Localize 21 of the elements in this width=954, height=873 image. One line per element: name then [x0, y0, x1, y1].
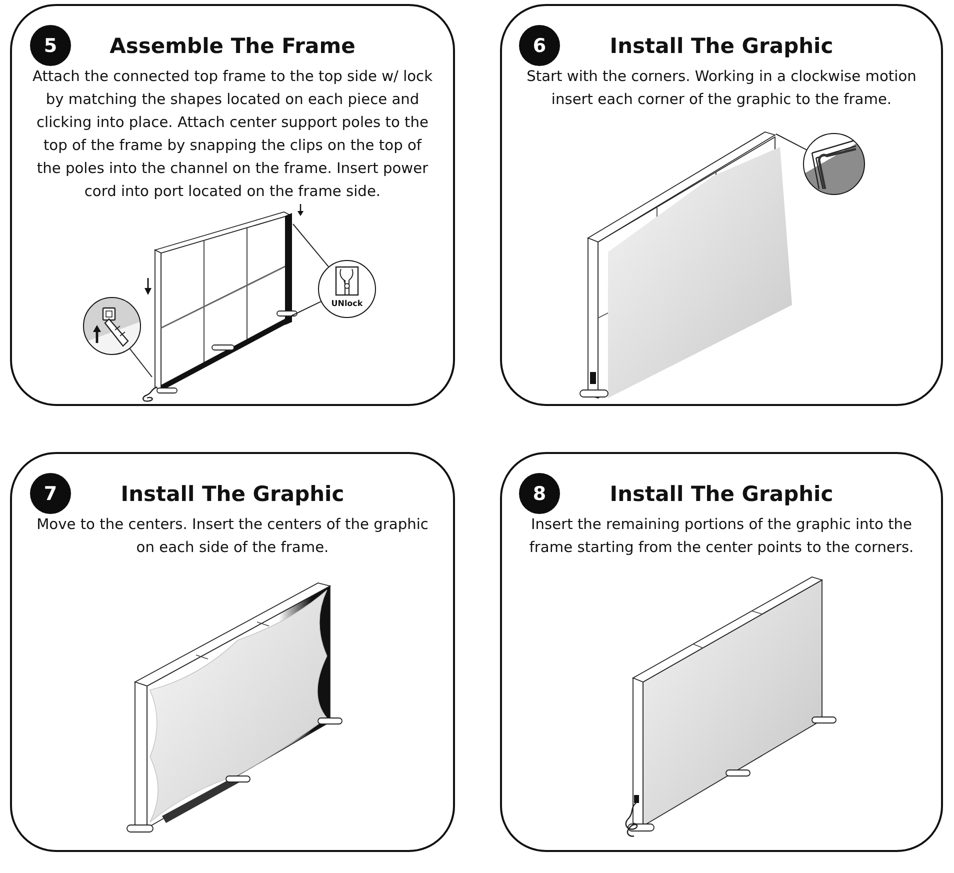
leader-line: [776, 134, 807, 150]
step-panel: [500, 4, 943, 406]
step-panel: [10, 4, 455, 406]
step-instructions: Insert the remaining portions of the graphic into the frame starting from the center points to the corners.: [528, 515, 915, 558]
inset-label: UNlock: [331, 299, 363, 309]
step-number: 7: [30, 473, 71, 514]
step-number: 5: [30, 25, 71, 66]
step-panel: [500, 452, 943, 852]
step-heading: Install The Graphic: [610, 481, 834, 508]
step-number: 8: [519, 473, 560, 514]
step-heading: Install The Graphic: [120, 481, 344, 508]
step-heading: Assemble The Frame: [110, 33, 356, 60]
leader-line: [292, 224, 329, 268]
leader-line: [129, 348, 152, 378]
leader-line: [290, 301, 322, 316]
step-instructions: Attach the connected top frame to the top side w/ lock by matching the shapes located on each piece and clicking into place. Attach center support poles to the top of the frame by snapping the clips on the top of the poles into the channel on the frame. Insert power cord into port located on the frame side.: [31, 67, 434, 202]
step-instructions: Start with the corners. Working in a clockwise motion insert each corner of the graphic to the frame.: [526, 67, 918, 110]
step-panel: [10, 452, 455, 852]
step-number: 6: [519, 25, 560, 66]
step-heading: Install The Graphic: [610, 33, 834, 60]
step-instructions: Move to the centers. Insert the centers of the graphic on each side of the frame.: [36, 515, 430, 558]
